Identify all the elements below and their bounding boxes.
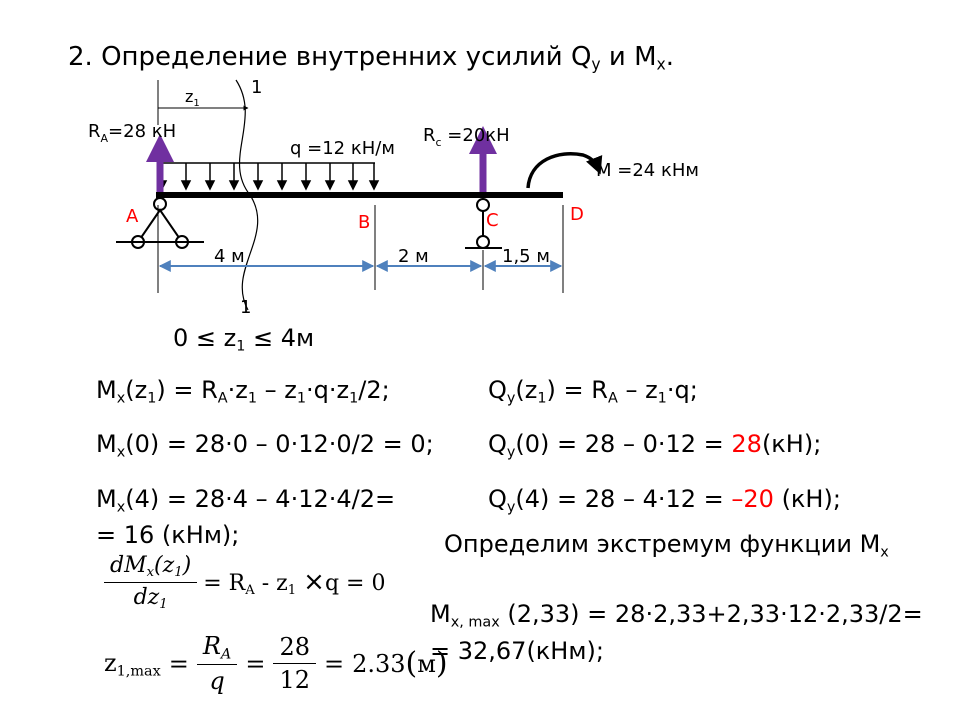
dimension-ab-label: 4 м (214, 246, 245, 267)
moment-arrow (526, 152, 603, 189)
ra-over-q-fraction: RA q (196, 632, 238, 695)
qy-z1-equation: Qy(z1) = RA – z1·q; (488, 376, 698, 407)
mx-max-equation: Mx, max (2,33) = 28·2,33+2,33·12·2,33/2= (430, 600, 923, 631)
load-label: q =12 кН/м (290, 138, 395, 159)
distributed-load-arrows (156, 163, 380, 191)
28-over-12-fraction: 28 12 (273, 633, 316, 694)
pin-support-a (116, 197, 204, 249)
roller-support-c (465, 198, 502, 249)
ra-label: RA=28 кН (88, 121, 176, 145)
section-label-top: 1 (251, 77, 262, 98)
qy-4-value: –20 (731, 485, 774, 513)
qy-0-value: 28 (731, 430, 762, 458)
dimension-extension-lines (157, 205, 564, 293)
mx-4-result: = 16 (кНм); (96, 521, 240, 549)
section-label-bottom: 1 (240, 297, 251, 318)
mx-z1-equation: Mx(z1) = RA·z1 – z1·q·z1/2; (96, 376, 390, 407)
dimension-bc-label: 2 м (398, 246, 429, 267)
point-b-label: B (358, 212, 370, 233)
mx-max-result: = 32,67(кНм); (430, 637, 604, 665)
z1-range: 0 ≤ z1 ≤ 4м (173, 324, 315, 355)
point-c-label: C (486, 210, 499, 231)
qy-0-equation: Qy(0) = 28 – 0·12 = 28(кН); (488, 430, 822, 461)
mx-0-equation: Mx(0) = 28·0 – 0·12·0/2 = 0; (96, 430, 434, 461)
extremum-heading: Определим экстремум функции Mx (444, 530, 889, 561)
moment-label: M =24 кНм (596, 160, 699, 181)
derivative-equation: dMx(z1) dz1 = RA - z1 ×q = 0 (104, 553, 385, 612)
rc-label: Rc =20кН (423, 125, 510, 149)
page-title: 2. Определение внутренних усилий Qy и Mx… (68, 42, 674, 74)
z1-label: z1 (185, 87, 200, 109)
z1-max-equation: z1,max = RA q = 28 12 = 2.33(м) (104, 632, 448, 696)
derivative-fraction: dMx(z1) dz1 (104, 553, 198, 612)
mx-4-equation: Mx(4) = 28·4 – 4·12·4/2= (96, 485, 396, 516)
qy-4-equation: Qy(4) = 28 – 4·12 = –20 (кН); (488, 485, 841, 516)
point-a-label: A (126, 206, 139, 227)
dimension-cd-label: 1,5 м (502, 246, 550, 267)
point-d-label: D (570, 204, 584, 225)
